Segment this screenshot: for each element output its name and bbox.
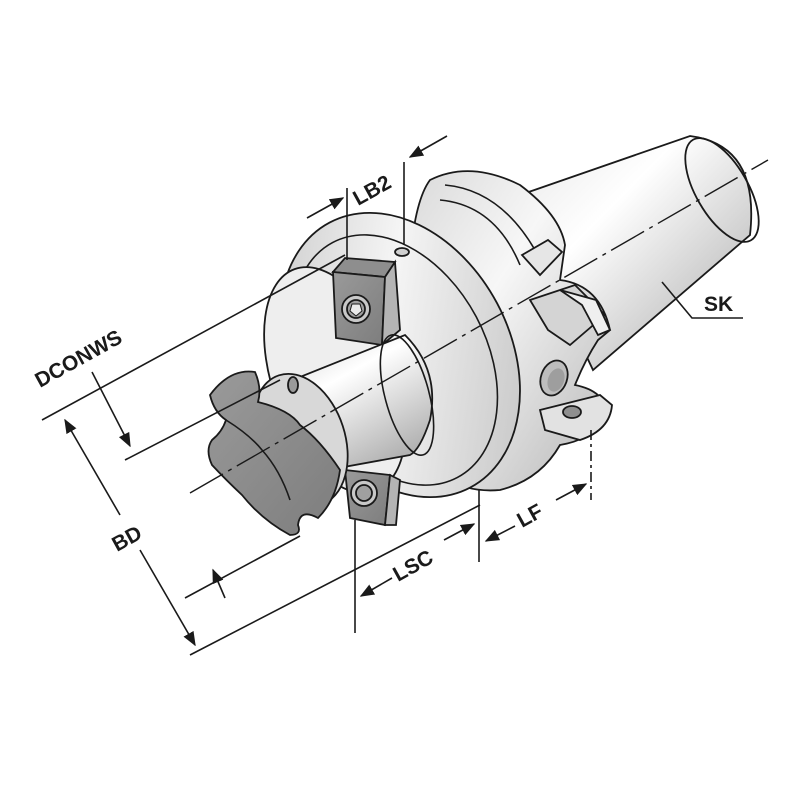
cross-drive-nut — [207, 370, 349, 536]
drive-block-top — [331, 257, 401, 347]
center-axis-line — [189, 159, 769, 494]
lsc-label: LSC — [389, 546, 437, 586]
sk-label: SK — [704, 293, 733, 316]
lf-label: LF — [513, 500, 547, 533]
lb2-label: LB2 — [349, 171, 395, 210]
drive-block-bottom — [343, 468, 401, 527]
dimension-lines — [41, 135, 743, 656]
